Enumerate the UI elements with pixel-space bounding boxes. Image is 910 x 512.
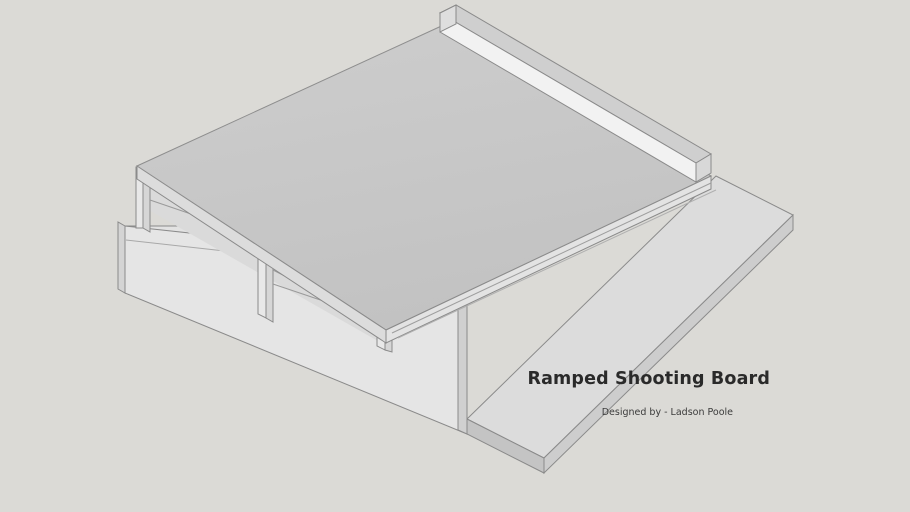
fence-rail-end-face [695,153,712,183]
contact-lines [391,182,717,339]
fence-rail-left-end-face [439,4,457,33]
fence-rail-part [438,4,712,183]
ramp-base-contact-line [391,182,712,334]
ramp-base-contact-line-2 [397,189,717,339]
apron-left-end-face [117,221,126,294]
